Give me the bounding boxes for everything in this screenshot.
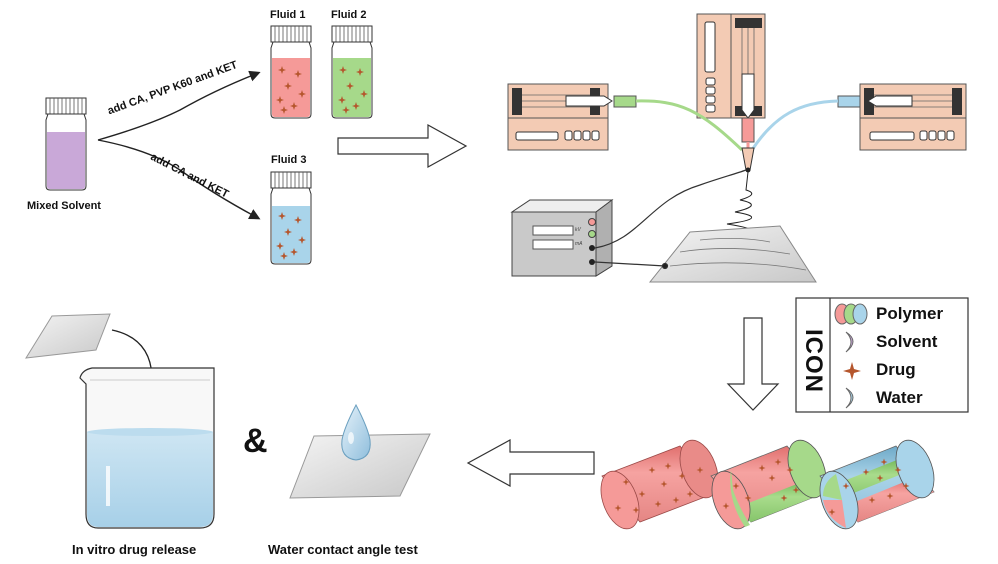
legend-drug: Drug xyxy=(876,360,916,379)
drug-star-icon xyxy=(744,494,752,502)
hollow-arrow-left xyxy=(466,438,595,488)
drug-star-icon xyxy=(654,500,662,508)
fluid2-label: Fluid 2 xyxy=(331,9,367,21)
beaker xyxy=(79,367,215,529)
drug-star-icon xyxy=(780,494,788,502)
ampersand: & xyxy=(243,422,268,460)
drug-star-icon xyxy=(632,506,640,514)
drug-star-icon xyxy=(664,462,672,470)
ma-unit: mA xyxy=(575,241,583,247)
drug-star-icon xyxy=(294,216,302,224)
drug-star-icon xyxy=(672,496,680,504)
fiber-single xyxy=(600,439,719,530)
drug-star-icon xyxy=(768,474,776,482)
mixed-solvent-vial xyxy=(45,97,87,191)
electrode-wires xyxy=(594,169,747,270)
drug-star-icon xyxy=(278,66,286,74)
fiber-drug-particles xyxy=(614,458,910,516)
drug-star-icon xyxy=(276,96,284,104)
fluid3-vial xyxy=(270,171,312,265)
drug-star-icon xyxy=(284,228,292,236)
drug-star-icon xyxy=(276,242,284,250)
legend-title: ICON xyxy=(800,329,827,393)
drug-star-icon xyxy=(862,468,870,476)
syringe-pump-top xyxy=(696,13,766,143)
drug-star-icon xyxy=(660,480,668,488)
collector-plate xyxy=(648,225,817,283)
fluid1-label: Fluid 1 xyxy=(270,9,306,21)
fiber-tri-layer xyxy=(819,439,935,530)
power-supply xyxy=(510,199,614,277)
drug-star-icon xyxy=(290,102,298,110)
drug-star-icon xyxy=(722,502,730,510)
drug-star-icon xyxy=(774,458,782,466)
hollow-arrow-down xyxy=(726,317,780,411)
contact-angle-sheet xyxy=(289,403,431,499)
drug-star-icon xyxy=(876,474,884,482)
drug-star-icon xyxy=(284,82,292,90)
drug-star-icon xyxy=(346,82,354,90)
drug-star-icon xyxy=(886,492,894,500)
drug-star-icon xyxy=(278,212,286,220)
drug-star-icon xyxy=(868,496,876,504)
drug-star-icon xyxy=(614,504,622,512)
drug-star-icon xyxy=(648,466,656,474)
fluid3-label: Fluid 3 xyxy=(271,154,307,166)
drug-star-icon xyxy=(678,472,686,480)
drug-star-icon xyxy=(298,236,306,244)
drug-star-icon xyxy=(894,466,902,474)
drug-star-icon xyxy=(360,90,368,98)
drug-star-icon xyxy=(342,106,350,114)
drug-star-icon xyxy=(339,66,347,74)
fiber-film-sample xyxy=(25,313,111,359)
drug-star-icon xyxy=(686,490,694,498)
fiber-side-by-side xyxy=(710,439,828,530)
drug-star-icon xyxy=(732,482,740,490)
hollow-arrow-right xyxy=(337,123,468,169)
drug-star-icon xyxy=(696,466,704,474)
fluid2-vial xyxy=(331,25,373,119)
drug-star-icon xyxy=(792,486,800,494)
drug-particles xyxy=(276,66,368,260)
fluid1-vial xyxy=(270,25,312,119)
drug-star-icon xyxy=(298,90,306,98)
drug-star-icon xyxy=(280,252,288,260)
drug-star-icon xyxy=(352,102,360,110)
drug-star-icon xyxy=(758,464,766,472)
legend-polymer: Polymer xyxy=(876,304,944,323)
kv-unit: kV xyxy=(575,227,581,233)
legend-solvent: Solvent xyxy=(876,332,938,351)
drug-star-icon xyxy=(622,478,630,486)
drug-star-icon xyxy=(638,490,646,498)
drug-star-icon xyxy=(842,482,850,490)
drug-star-icon xyxy=(828,508,836,516)
drug-star-icon xyxy=(338,96,346,104)
spinneret xyxy=(741,147,755,171)
legend-water: Water xyxy=(876,388,923,407)
contact-angle-caption: Water contact angle test xyxy=(268,542,418,557)
drug-star-icon xyxy=(356,68,364,76)
drug-star-icon xyxy=(902,482,910,490)
drug-star-icon xyxy=(786,466,794,474)
drug-star-icon xyxy=(280,106,288,114)
water-droplet xyxy=(341,403,371,461)
icon-legend xyxy=(795,297,969,413)
mixed-solvent-label: Mixed Solvent xyxy=(27,200,101,212)
release-caption: In vitro drug release xyxy=(72,542,197,557)
drug-star-icon xyxy=(880,458,888,466)
drug-star-icon xyxy=(290,248,298,256)
syringe-pump-left xyxy=(507,83,637,151)
drug-star-icon xyxy=(294,70,302,78)
syringe-pump-right xyxy=(837,83,967,151)
split-arrows xyxy=(97,70,261,220)
